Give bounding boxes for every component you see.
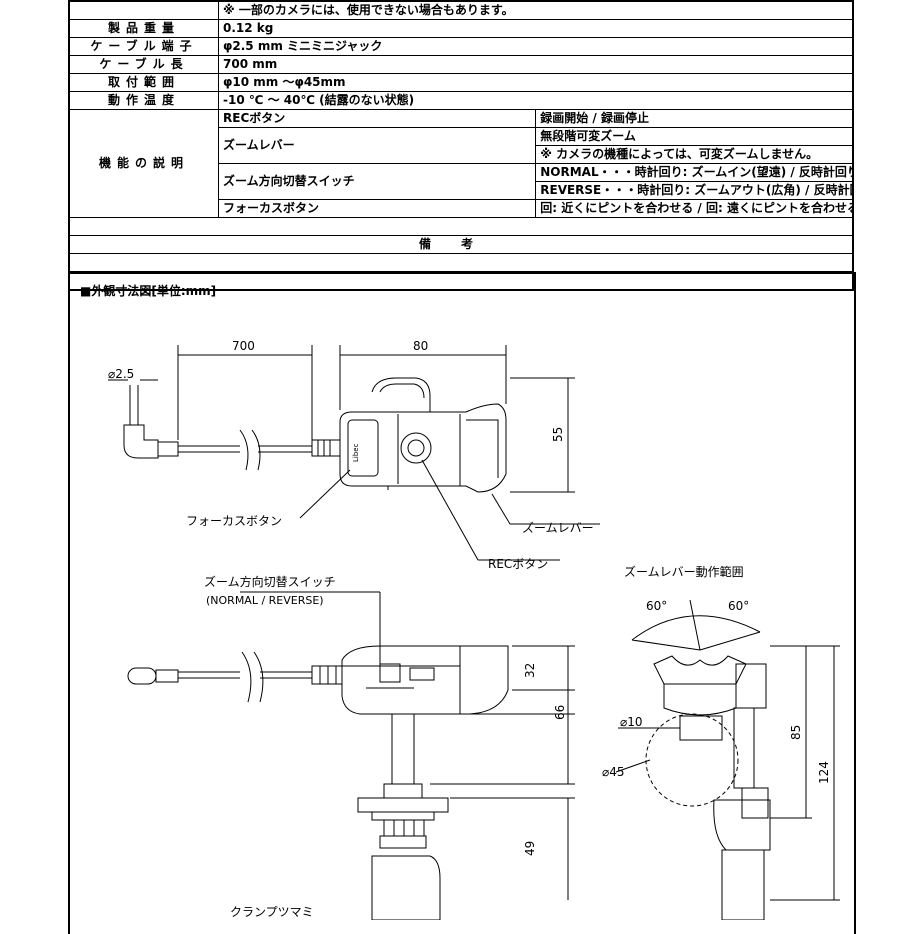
angle-left: 60° bbox=[646, 599, 667, 613]
table-row: 機能の説明 RECボタン 録画開始 / 録画停止 bbox=[68, 109, 854, 218]
table-row: 製品重量 0.12 kg bbox=[68, 19, 854, 38]
function-desc-zoom-lever-note: ※ カメラの機種によっては、可変ズームしません。 bbox=[535, 145, 854, 164]
label-lever-range: ズームレバー動作範囲 bbox=[624, 564, 744, 579]
spec-label-terminal: ケーブル端子 bbox=[68, 37, 219, 56]
plug-icon bbox=[108, 379, 159, 459]
dim-body-width: 80 bbox=[413, 339, 428, 353]
label-rec-button: RECボタン bbox=[488, 557, 548, 571]
remote-body-side bbox=[341, 645, 509, 920]
dim-diameter-10: ⌀10 bbox=[620, 715, 643, 729]
table-row: ズーム方向切替スイッチ NORMAL・・・時計回り: ズームイン(望遠) / 反… bbox=[69, 163, 854, 200]
label-zoom-switch-modes: (NORMAL / REVERSE) bbox=[206, 594, 324, 607]
angle-right: 60° bbox=[728, 599, 749, 613]
spec-value-mount-range: φ10 mm ～φ45mm bbox=[218, 73, 854, 92]
table-row: ケーブル端子 φ2.5 mm ミニミニジャック bbox=[68, 37, 854, 56]
function-desc-normal: NORMAL・・・時計回り: ズームイン(望遠) / 反時計回り: ズームアウト… bbox=[535, 163, 854, 182]
dim-85: 85 bbox=[789, 725, 803, 740]
dim-32: 32 bbox=[523, 663, 537, 678]
dimension-lines-top bbox=[177, 345, 575, 493]
spec-value-terminal: φ2.5 mm ミニミニジャック bbox=[218, 37, 854, 56]
function-name-zoom-switch: ズーム方向切替スイッチ bbox=[217, 163, 537, 200]
dim-plug-diameter: ⌀2.5 bbox=[108, 367, 134, 381]
dim-body-height: 55 bbox=[551, 427, 565, 442]
spec-label-functions: 機能の説明 bbox=[68, 109, 219, 218]
function-desc-focus: 回: 近くにピントを合わせる / 回: 遠くにピントを合わせる bbox=[535, 199, 854, 218]
dim-cable-length: 700 bbox=[232, 339, 255, 353]
label-zoom-switch: ズーム方向切替スイッチ bbox=[204, 574, 336, 589]
function-name-rec: RECボタン bbox=[217, 109, 537, 128]
label-clamp-knob: クランプツマミ bbox=[230, 905, 314, 919]
table-row: 動作温度 -10 ℃ ～ 40℃ (結露のない状態) bbox=[68, 91, 854, 110]
table-row: ※ カメラの機種によっては、可変ズームしません。 bbox=[69, 145, 854, 164]
label-focus-button: フォーカスボタン bbox=[186, 514, 282, 528]
cable-top bbox=[157, 429, 341, 471]
dim-49: 49 bbox=[523, 841, 537, 856]
dim-66: 66 bbox=[553, 705, 567, 720]
table-row: ズームレバー 無段階可変ズーム bbox=[69, 127, 854, 164]
section-title: ■外観寸法図[単位:mm] bbox=[80, 284, 217, 298]
remarks-row bbox=[68, 253, 854, 272]
function-desc-rec: 録画開始 / 録画停止 bbox=[535, 109, 854, 128]
dimension-lines-side bbox=[240, 591, 575, 900]
function-name-zoom-lever: ズームレバー bbox=[217, 127, 537, 164]
drawing-frame bbox=[68, 272, 856, 934]
brand-logo: Libec bbox=[352, 443, 360, 462]
table-row: フォーカスボタン 回: 近くにピントを合わせる / 回: 遠くにピントを合わせる bbox=[69, 199, 854, 218]
label-zoom-lever: ズームレバー bbox=[522, 520, 594, 535]
table-row bbox=[68, 253, 854, 272]
lever-range-view bbox=[615, 599, 840, 920]
remote-body-top bbox=[339, 377, 507, 493]
cable-side bbox=[127, 651, 343, 703]
dim-124: 124 bbox=[817, 761, 831, 784]
spec-table: ※ 一部のカメラには、使用できない場合もあります。 製品重量 0.12 kg ケ… bbox=[68, 0, 854, 291]
dim-diameter-45: ⌀45 bbox=[602, 765, 625, 779]
